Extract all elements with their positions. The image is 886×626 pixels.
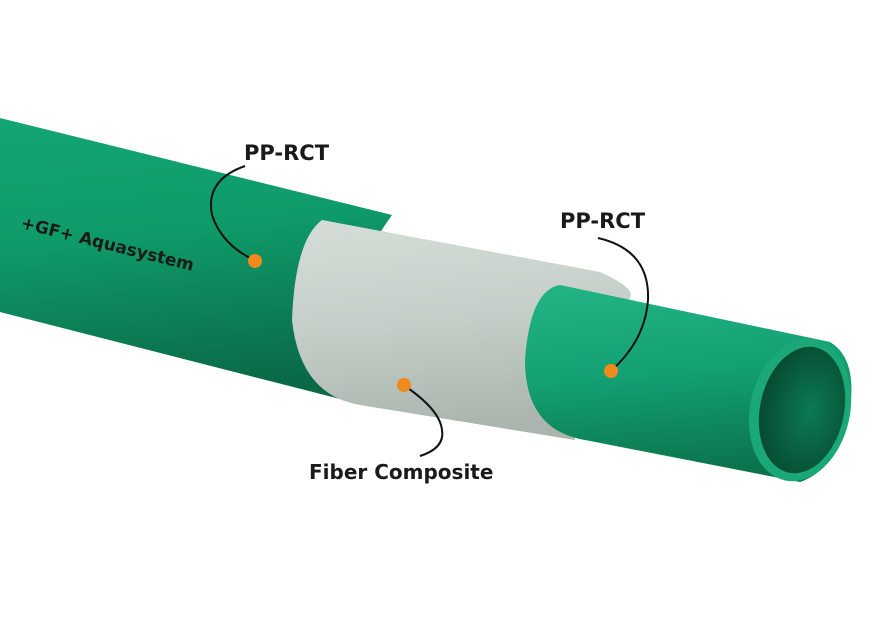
marker-inner-layer (604, 364, 618, 378)
pipe-bore (758, 346, 846, 474)
marker-middle-layer (397, 378, 411, 392)
marker-outer-layer (248, 254, 262, 268)
leader-line-outer (210, 165, 255, 261)
label-inner-layer: PP-RCT (560, 209, 646, 233)
leader-line-middle (404, 385, 444, 457)
label-middle-layer: Fiber Composite (309, 460, 493, 484)
label-outer-layer: PP-RCT (244, 141, 330, 165)
leader-line-inner (597, 237, 650, 371)
